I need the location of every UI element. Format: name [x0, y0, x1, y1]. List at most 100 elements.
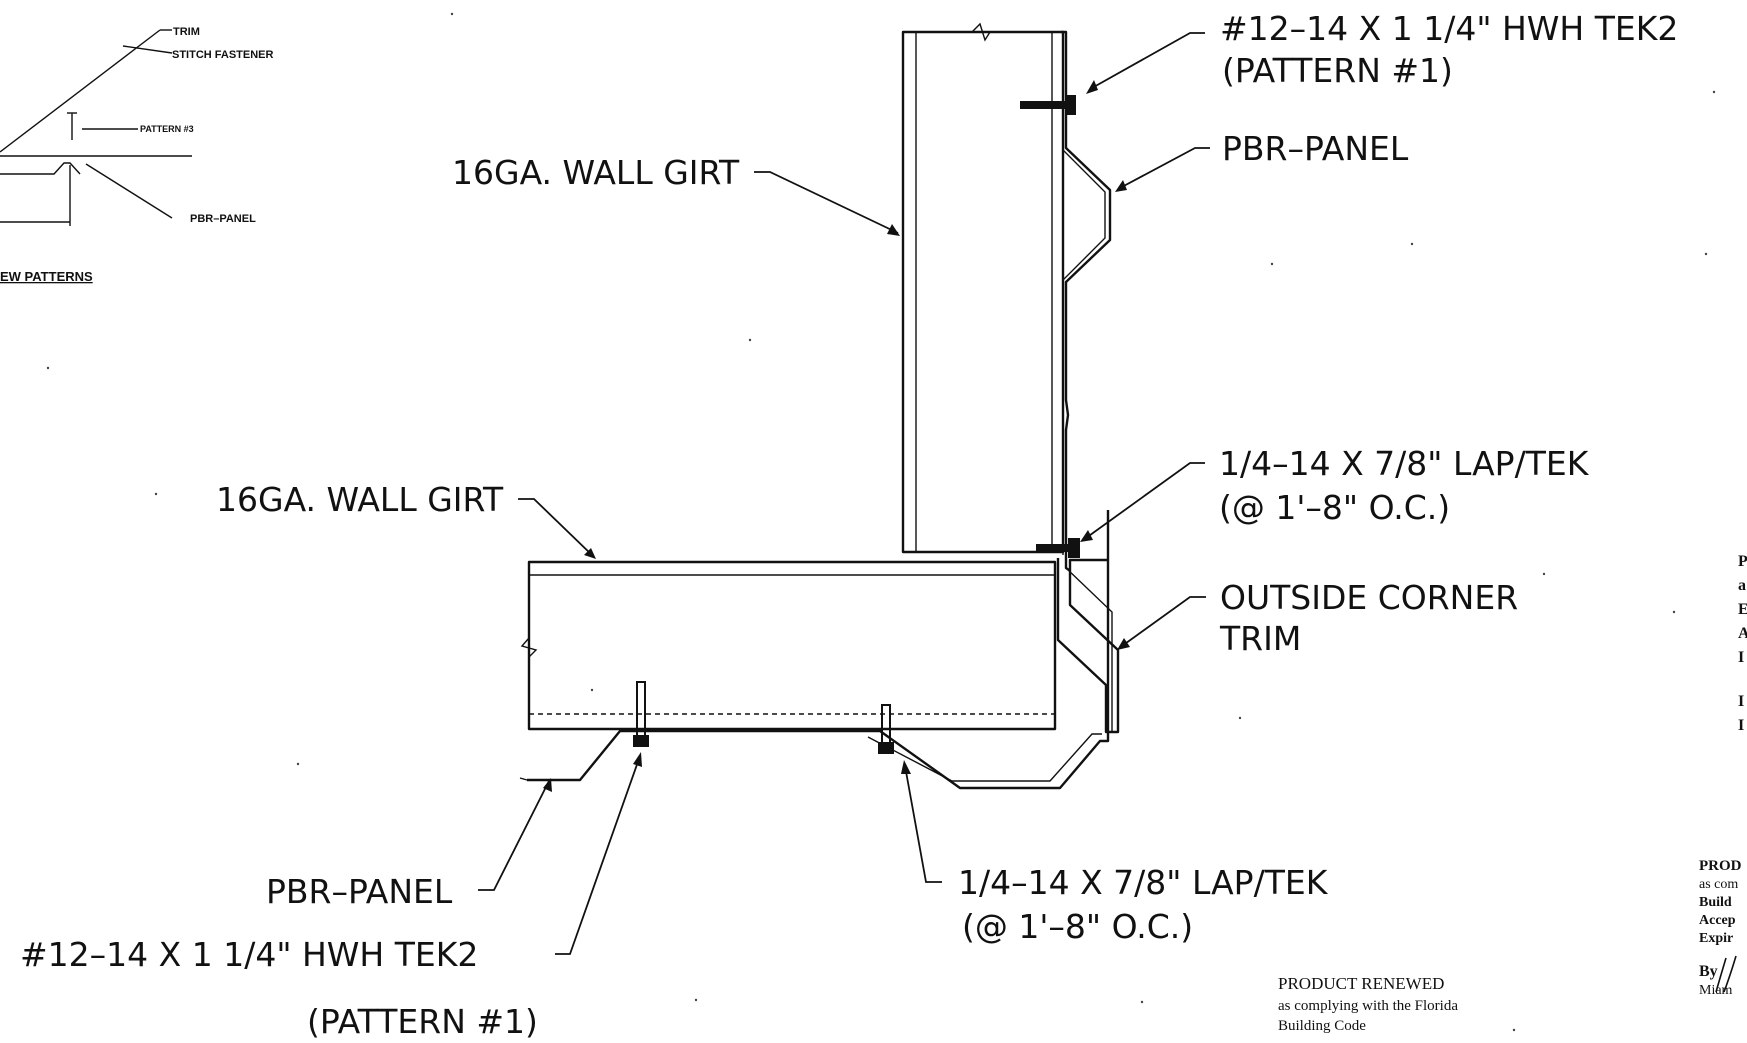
scan-speckles [46, 12, 1716, 1032]
label-wall-girt-top: 16GA. WALL GIRT [452, 153, 740, 192]
product-approval-stamp-right: PROD as com Build Accep Expir By Miam [1699, 858, 1742, 998]
label-tek2-bottom-line2: (PATTERN #1) [307, 1002, 538, 1041]
stamp-right-line4: Accep [1699, 913, 1736, 928]
vertical-girt-outline [901, 30, 1065, 554]
horizontal-pbr-panel [527, 510, 1110, 790]
speckle [1672, 610, 1676, 614]
right-lap-tek-fastener [1036, 538, 1080, 558]
arrow-lap-tek-bottom [901, 760, 911, 774]
bottom-tek2-fastener [633, 681, 649, 747]
top-fastener-shank [1020, 101, 1068, 109]
vertical-girt-break-mark [971, 22, 991, 42]
leader-lines [478, 32, 1210, 955]
label-top-fastener-line2: (PATTERN #1) [1222, 51, 1453, 90]
bottom-tek2-head [633, 735, 649, 747]
label-tek2-bottom-line1: #12–14 X 1 1/4" HWH TEK2 [20, 935, 478, 974]
right-lap-tek-shank [1036, 544, 1070, 552]
label-lap-tek-bottom-line2: (@ 1'–8" O.C.) [962, 907, 1193, 946]
inset-stitch-leader [122, 45, 173, 54]
speckle [1140, 1000, 1144, 1004]
inset-pbr-leader [85, 163, 173, 219]
label-pbr-panel-top: PBR–PANEL [1222, 129, 1409, 168]
stamp-right-line7: Miam [1699, 983, 1733, 998]
speckle [590, 688, 594, 692]
label-pbr-panel-bottom: PBR–PANEL [266, 872, 453, 911]
horizontal-pbr-end [519, 777, 528, 781]
speckle [154, 492, 158, 496]
speckle [748, 338, 752, 342]
arrow-lap-tek-right [1080, 530, 1093, 542]
product-renewed-stamp: PRODUCT RENEWED as complying with the Fl… [1278, 974, 1458, 1034]
bottom-lap-tek-fastener [878, 704, 894, 754]
inset-title-fragment: EW PATTERNS [0, 269, 93, 284]
speckle [46, 366, 50, 370]
outside-corner-trim-return [1065, 567, 1113, 732]
speckle [1512, 1028, 1516, 1032]
stamp-center-line1: PRODUCT RENEWED [1278, 974, 1444, 993]
speckle [1410, 242, 1414, 246]
edge-letter-4: A [1738, 625, 1747, 642]
inset-rib-profile [0, 162, 81, 175]
arrow-girt-bottom [584, 548, 596, 559]
stamp-signature [1715, 955, 1737, 993]
edge-letter-3: E [1738, 601, 1747, 618]
leader-girt-top [754, 171, 899, 234]
arrow-tek2-bottom [633, 752, 642, 767]
fastener-pattern-inset: TRIM STITCH FASTENER PATTERN #3 PBR–PANE… [0, 26, 274, 284]
stamp-center-line3: Building Code [1278, 1018, 1366, 1034]
inset-stitch-fastener-label: STITCH FASTENER [172, 49, 274, 61]
edge-letter-1: P [1738, 553, 1747, 570]
label-lap-tek-right-line2: (@ 1'–8" O.C.) [1219, 488, 1450, 527]
outside-corner-trim [1056, 558, 1120, 734]
top-tek2-fastener [1020, 95, 1076, 115]
edge-letter-5: I [1738, 649, 1744, 666]
speckle [1542, 572, 1546, 576]
label-lap-tek-bottom-line1: 1/4–14 X 7/8" LAP/TEK [958, 863, 1329, 902]
edge-letter-2: a [1738, 577, 1746, 594]
edge-letter-6: I [1738, 693, 1744, 710]
stamp-right-line2: as com [1699, 877, 1738, 892]
right-edge-letters: P a E A I I I [1738, 553, 1747, 734]
horizontal-pbr-panel-inner [867, 733, 1102, 782]
leader-pbr-bottom [478, 780, 550, 891]
leader-corner-trim [1121, 596, 1206, 647]
leader-pbr-top [1119, 147, 1210, 189]
stamp-right-line6: By [1699, 963, 1718, 980]
speckle [694, 998, 698, 1002]
leader-top-fastener [1091, 32, 1205, 89]
stamp-right-line1: PROD [1699, 858, 1742, 874]
stamp-center-line2: as complying with the Florida [1278, 998, 1458, 1014]
arrow-girt-top [887, 224, 900, 236]
label-corner-trim-line2: TRIM [1219, 619, 1301, 658]
leader-tek2-bottom [555, 755, 641, 955]
inset-pattern-label: PATTERN #3 [140, 124, 194, 134]
edge-letter-7: I [1738, 717, 1744, 734]
bottom-lap-tek-head [878, 742, 894, 754]
speckle [1704, 252, 1708, 256]
speckle [1712, 90, 1716, 94]
callout-labels: #12–14 X 1 1/4" HWH TEK2 (PATTERN #1) PB… [20, 9, 1678, 1041]
label-top-fastener-line1: #12–14 X 1 1/4" HWH TEK2 [1220, 9, 1678, 48]
leader-lap-tek-right [1085, 462, 1205, 539]
leader-lap-tek-bottom [904, 765, 942, 883]
speckle [1270, 262, 1274, 266]
speckle [450, 12, 454, 16]
horizontal-girt-break-mark [520, 637, 538, 658]
arrow-pbr-top [1115, 180, 1127, 192]
horizontal-girt-outline [527, 560, 1057, 731]
right-lap-tek-head [1068, 538, 1080, 558]
top-fastener-head [1066, 95, 1076, 115]
vertical-pbr-panel-inner [1062, 32, 1106, 555]
arrow-corner-trim [1117, 638, 1130, 650]
speckle [1238, 716, 1242, 720]
label-lap-tek-right-line1: 1/4–14 X 7/8" LAP/TEK [1219, 444, 1590, 483]
inset-trim-line [0, 29, 161, 153]
speckle [296, 762, 300, 766]
leader-girt-bottom [518, 498, 594, 557]
inset-trim-label: TRIM [173, 26, 200, 38]
inset-pbr-label: PBR–PANEL [190, 213, 256, 225]
arrow-pbr-bottom [543, 778, 552, 792]
label-wall-girt-bottom: 16GA. WALL GIRT [216, 480, 504, 519]
arrow-top-fastener [1086, 80, 1098, 94]
